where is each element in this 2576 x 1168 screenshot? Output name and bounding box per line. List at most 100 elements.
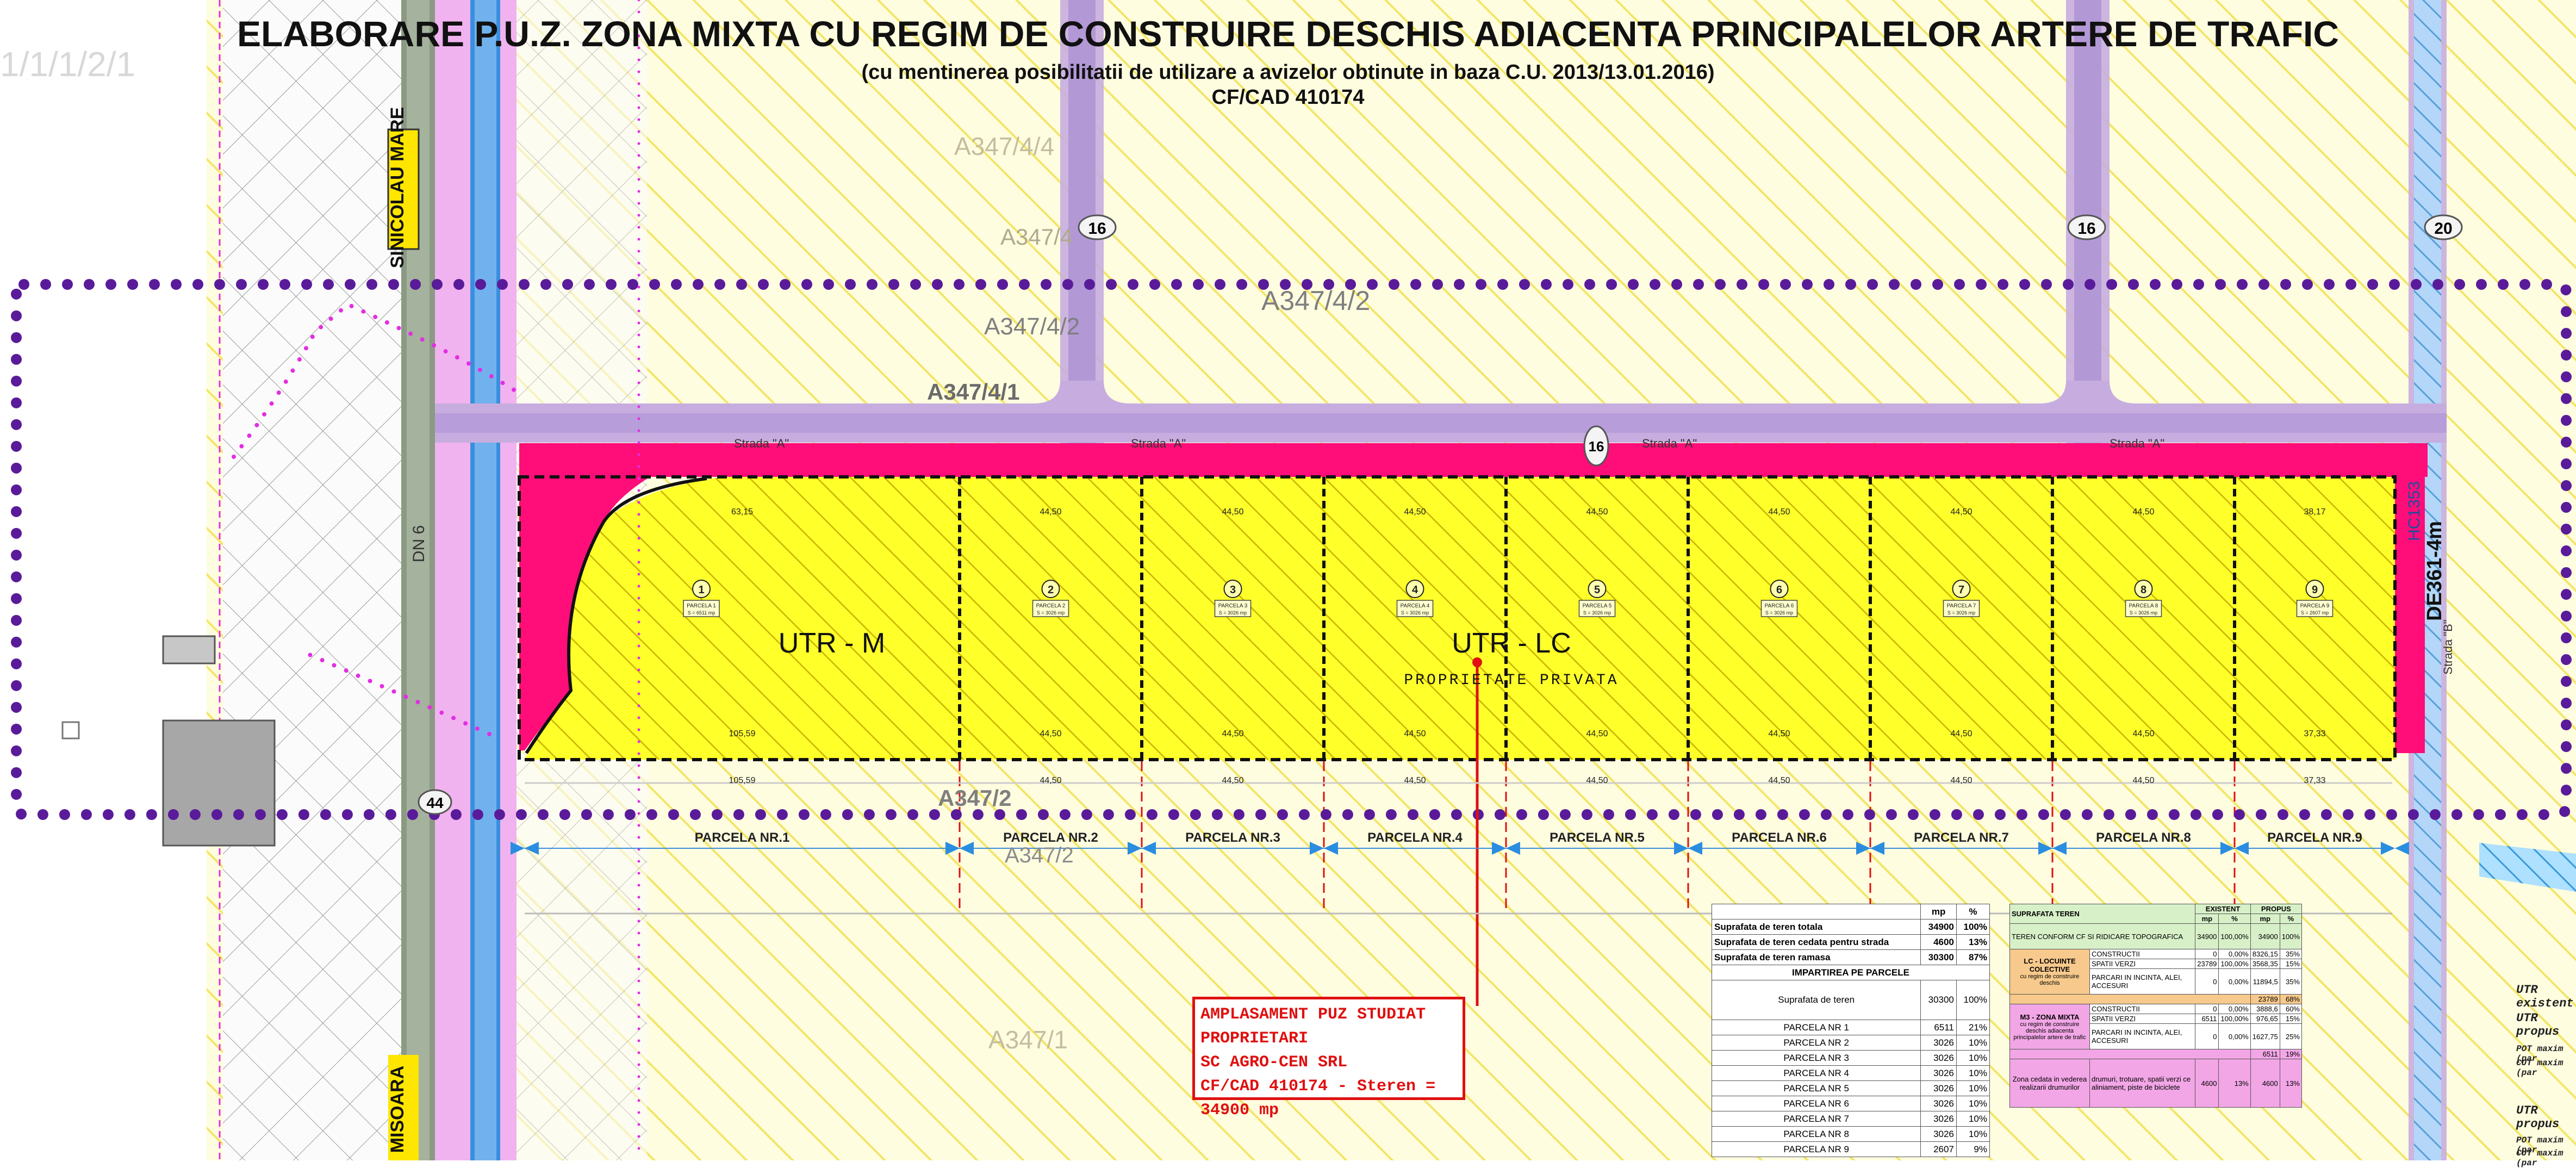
- surface-row-pct: 87%: [1956, 949, 1990, 965]
- callout-line-2: PROPRIETARI: [1200, 1029, 1309, 1048]
- balance-cell: 23789: [2195, 959, 2219, 969]
- parcel-tag-area: S = 3026 mp: [1401, 610, 1429, 616]
- parcel-row-label: PARCELA NR.8: [2096, 830, 2191, 845]
- lc-zone-note: cu regim de construire deschis: [2020, 973, 2080, 986]
- utr-lc-label: UTR - LC: [1452, 628, 1571, 659]
- timisoara-sign: [388, 1055, 419, 1160]
- callout-line-4: CF/CAD 410174 - Steren = 34900 mp: [1200, 1077, 1436, 1120]
- callout-line-1: AMPLASAMENT PUZ STUDIAT: [1200, 1005, 1426, 1024]
- street-a-label-4: Strada "A": [2110, 437, 2164, 450]
- dimension-arrow: [1856, 842, 1884, 855]
- parcel-number-circle: [1223, 580, 1242, 598]
- parcel-zone: [525, 477, 2395, 760]
- parcel-table-cell: 10%: [1956, 1111, 1990, 1127]
- hc-label: HC1353: [2405, 481, 2423, 541]
- street-b-band: [2395, 443, 2425, 753]
- dn-label: DN 6: [410, 525, 428, 562]
- road-badge-16c: 16: [1583, 425, 1609, 467]
- parcel-tag-area: S = 2607 mp: [2301, 610, 2329, 616]
- lower-dimension-label: 44,50: [1586, 776, 1608, 785]
- legend-cut: CUT maxim (par: [2516, 1058, 2563, 1078]
- balance-cell: CONSTRUCTII: [2089, 1004, 2196, 1014]
- balance-cell: 4600: [2195, 1059, 2219, 1108]
- parcel-number-circle: [692, 580, 711, 598]
- parcel-row-label: PARCELA NR.6: [1732, 830, 1827, 845]
- balance-h-existent: EXISTENT: [2195, 904, 2251, 914]
- surface-row-label: Suprafata de teren cedata pentru strada: [1711, 934, 1921, 950]
- balance-cell: 3888,6: [2250, 1004, 2280, 1014]
- balance-cell: 0,00%: [2218, 968, 2251, 995]
- cadastral-number: CF/CAD 410174: [1211, 86, 1365, 109]
- parcel-tag-box: [2296, 600, 2334, 617]
- balance-h-propus: PROPUS: [2250, 904, 2303, 914]
- street-b-label: Strada "B": [2441, 619, 2455, 674]
- balance-cell: 8326,15: [2250, 949, 2280, 959]
- dimension-arrow: [1128, 842, 1156, 855]
- svg-text:20: 20: [2434, 220, 2452, 238]
- road-badge-16a: 16: [1078, 214, 1117, 240]
- top-dimension-label: 44,50: [2132, 507, 2154, 517]
- surface-table-h1: mp: [1920, 904, 1957, 920]
- surface-table: mp % Suprafata de teren totala 34900 100…: [1711, 904, 1990, 1157]
- lower-dimension-label: 105,59: [729, 776, 756, 785]
- parcel-table-cell: 10%: [1956, 1035, 1990, 1051]
- proprietate-label: PROPRIETATE PRIVATA: [1404, 672, 1619, 689]
- street-a-label-2: Strada "A": [1131, 437, 1186, 450]
- balance-h-surface: SUPRAFATA TEREN: [2009, 904, 2196, 924]
- balance-cell: 1627,75: [2250, 1023, 2280, 1049]
- svg-text:16: 16: [2077, 220, 2095, 238]
- bottom-dimension-label: 44,50: [1768, 729, 1790, 738]
- small-building: [162, 635, 216, 664]
- bottom-dimension-label: 37,33: [2304, 729, 2325, 738]
- parcel-table-cell: PARCELA NR 7: [1711, 1111, 1921, 1127]
- balance-cell: 0,00%: [2218, 1023, 2251, 1049]
- surface-table-h0: [1711, 904, 1921, 920]
- small-square: [61, 721, 80, 740]
- parcel-tag-area: S = 3026 mp: [2130, 610, 2157, 616]
- street-corner-curve: [519, 443, 723, 750]
- balance-cell: 100,00%: [2218, 1014, 2251, 1024]
- balance-cell: SPATII VERZI: [2089, 959, 2196, 969]
- parcel-number: 4: [1412, 584, 1418, 596]
- svg-text:16: 16: [1589, 438, 1604, 455]
- building-block: [162, 719, 276, 847]
- bottom-dimension-label: 44,50: [1040, 729, 1061, 738]
- top-dimension-label: 44,50: [1586, 507, 1608, 517]
- bottom-dimension-label: 44,50: [1586, 729, 1608, 738]
- dimension-arrow: [945, 842, 974, 855]
- parcel-tag-box: [1032, 600, 1069, 617]
- lower-dimension-label: 37,33: [2304, 776, 2325, 785]
- parcel-tag-box: [2125, 600, 2162, 617]
- parcel-number-circle: [1952, 580, 1971, 598]
- parcel-tag-name: PARCELA 4: [1401, 603, 1430, 609]
- balance-cell: 60%: [2279, 1004, 2303, 1014]
- parcel-number: 7: [1958, 584, 1964, 596]
- red-dashed-lines: [959, 761, 2236, 914]
- parcel-table-cell: 10%: [1956, 1126, 1990, 1142]
- balance-cell: 25%: [2279, 1023, 2303, 1049]
- parcel-table-cell: PARCELA NR 3: [1711, 1050, 1921, 1066]
- balance-cell: 68%: [2279, 994, 2303, 1004]
- sinicolau-label: SINICOLAU MARE: [387, 107, 408, 269]
- parcel-row-label: PARCELA NR.1: [695, 830, 790, 845]
- parcel-number-circle: [1041, 580, 1060, 598]
- code-a347-4-4: A347/4/4: [954, 132, 1054, 160]
- top-dimension-label: 44,50: [1950, 507, 1972, 517]
- legend-utr-propus-2: UTR propus: [2516, 1104, 2560, 1131]
- balance-cell: 23789: [2250, 994, 2280, 1004]
- m3-zone-name: M3 - ZONA MIXTA: [2020, 1012, 2080, 1021]
- dimension-arrow: [1674, 842, 1702, 855]
- parcel-table-cell: 3026: [1920, 1080, 1957, 1096]
- surface-row-pct: 100%: [1956, 919, 1990, 935]
- balance-cell: 0: [2195, 968, 2219, 995]
- parcel-row-label: PARCELA NR.9: [2267, 830, 2362, 845]
- lower-dimension-label: 44,50: [1222, 776, 1243, 785]
- top-dimension-label: 63,15: [731, 507, 753, 517]
- parcel-tag-box: [1760, 600, 1798, 617]
- parcel-tag-name: PARCELA 1: [687, 603, 716, 609]
